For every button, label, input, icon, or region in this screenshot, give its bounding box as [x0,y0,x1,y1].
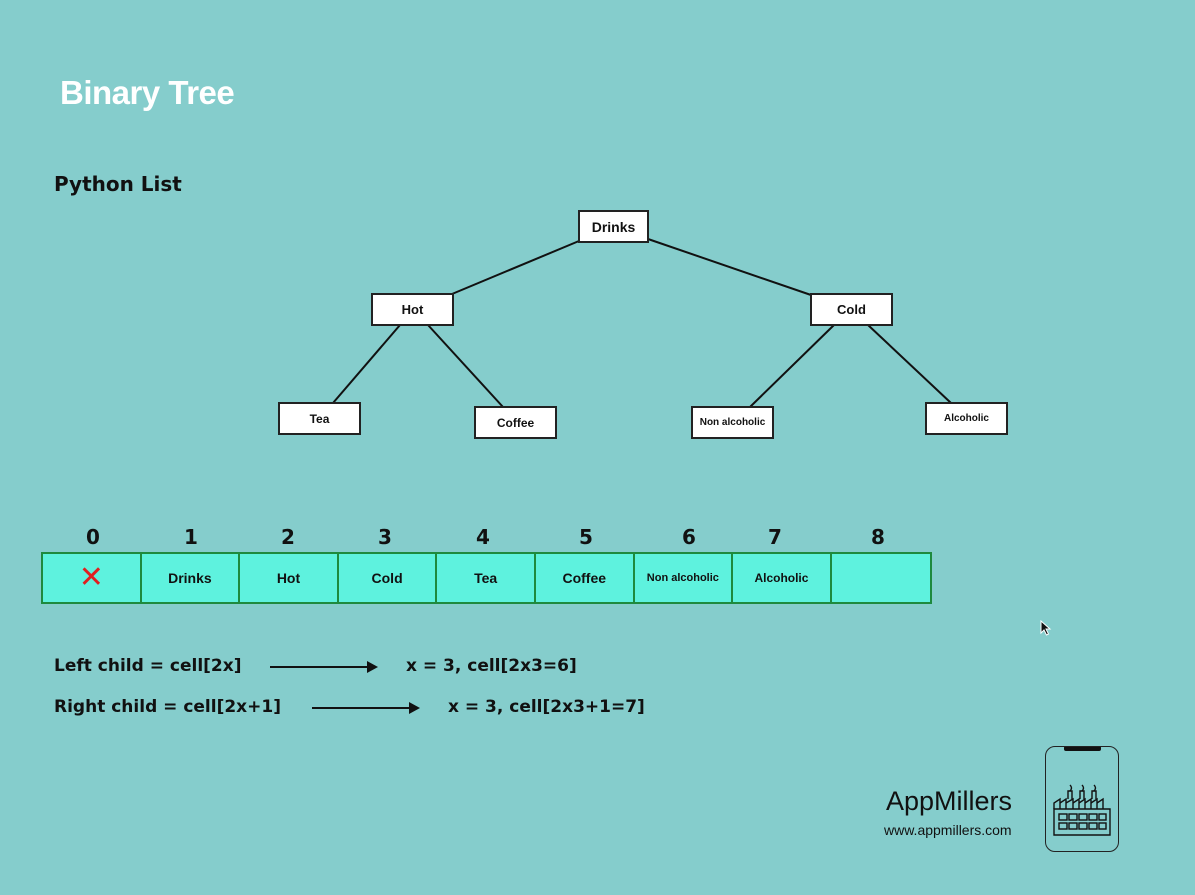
array-index: 1 [184,525,198,549]
edge-drinks-hot [451,240,580,295]
edge-cold-nonalcoholic [749,324,835,408]
brand-name: AppMillers [886,786,1013,816]
mouse-cursor-icon [1040,620,1052,636]
tree-node-coffee: Coffee [474,406,557,439]
array-index: 8 [871,525,885,549]
array-index: 2 [281,525,295,549]
right-child-example: x = 3, cell[2x3+1=7] [448,697,645,717]
brand-url: www.appmillers.com [884,822,1012,838]
edge-drinks-cold [647,238,812,296]
slide-title: Binary Tree [60,74,235,111]
array-cell: Coffee [535,554,635,602]
array-cell: Cold [338,554,438,602]
arrow-icon [270,661,378,673]
tree-node-tea: Tea [278,402,361,435]
edge-cold-alcoholic [867,324,952,404]
section-subtitle: Python List [54,172,182,196]
array-index: 5 [579,525,593,549]
array-index: 6 [682,525,696,549]
array-cell: Hot [240,554,339,602]
array-cell: Alcoholic [733,554,832,602]
array-index: 0 [86,525,100,549]
array-index: 3 [378,525,392,549]
edge-hot-tea [332,324,401,404]
arrow-icon [312,702,420,714]
tree-node-hot: Hot [371,293,454,326]
tree-node-cold: Cold [810,293,893,326]
left-child-example: x = 3, cell[2x3=6] [406,656,577,676]
array-cell: Non alcoholic [634,554,734,602]
array-cell: Drinks [141,554,241,602]
array-cell: Tea [437,554,536,602]
array-cell [831,554,931,602]
python-list-array: ✕ Drinks Hot Cold Tea Coffee Non alcohol… [41,552,933,604]
factory-icon [1053,746,1111,836]
cross-icon: ✕ [78,560,104,595]
edge-hot-coffee [427,324,504,408]
left-child-formula: Left child = cell[2x] [54,656,242,676]
array-cell-empty: ✕ [43,554,142,602]
tree-node-alcoholic: Alcoholic [925,402,1008,435]
array-index: 7 [768,525,782,549]
tree-node-drinks: Drinks [578,210,649,243]
tree-node-non-alcoholic: Non alcoholic [691,406,774,439]
array-index: 4 [476,525,490,549]
appmillers-logo-icon [1045,746,1119,852]
right-child-formula: Right child = cell[2x+1] [54,697,281,717]
